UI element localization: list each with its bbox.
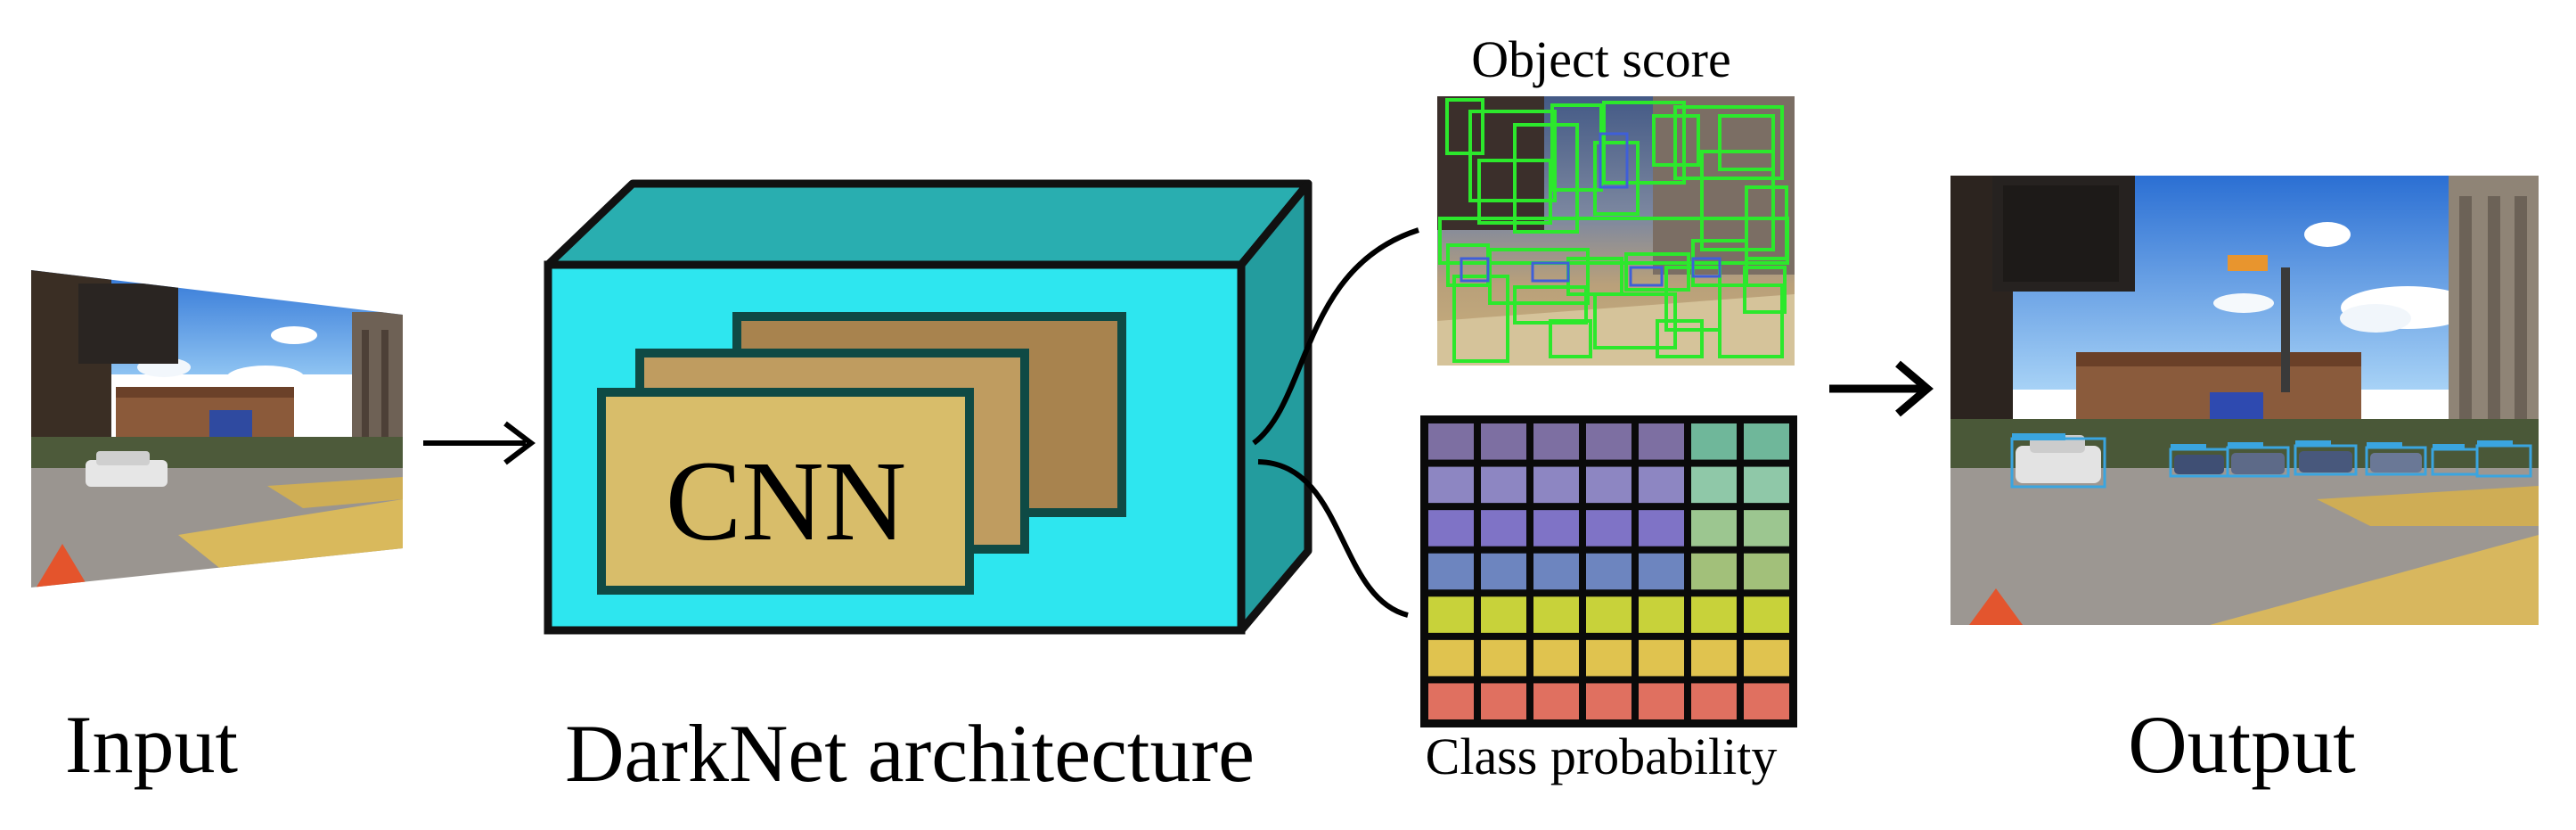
grid-cell	[1744, 596, 1789, 633]
curve-to-class-probability	[1257, 459, 1409, 618]
grid-cell	[1533, 553, 1579, 590]
grid-cell	[1428, 553, 1474, 590]
grid-cell	[1586, 639, 1631, 677]
arrow-to-output	[1829, 360, 1934, 417]
cube-top-face	[544, 179, 1313, 269]
grid-cell	[1428, 596, 1474, 633]
branch-curves	[1252, 227, 1419, 618]
grid-cell	[1428, 466, 1474, 504]
grid-cell	[1428, 510, 1474, 546]
grid-cell	[1428, 423, 1474, 460]
grid-cell	[1744, 639, 1789, 677]
grid-cell	[1744, 683, 1789, 719]
output-image	[1950, 176, 2539, 625]
grid-cell	[1744, 423, 1789, 460]
grid-cell	[1691, 639, 1737, 677]
grid-cell	[1639, 553, 1684, 590]
grid-cell	[1533, 683, 1579, 719]
grid-cell	[1639, 683, 1684, 719]
grid-cell	[1639, 639, 1684, 677]
architecture-label: DarkNet architecture	[565, 708, 1255, 799]
grid-cell	[1691, 510, 1737, 546]
class-probability-label: Class probability	[1426, 727, 1778, 785]
grid-cell	[1481, 596, 1526, 633]
grid-cell	[1639, 423, 1684, 460]
class-probability-grid	[1420, 415, 1797, 727]
input-label: Input	[65, 699, 239, 790]
output-detection-boxes	[2010, 437, 2532, 489]
grid-cell	[1428, 683, 1474, 719]
object-score-image	[1437, 96, 1795, 366]
grid-cell	[1691, 466, 1737, 504]
grid-cell	[1533, 510, 1579, 546]
grid-cell	[1586, 553, 1631, 590]
grid-cell	[1533, 466, 1579, 504]
curve-to-object-score	[1252, 227, 1419, 446]
arrow-input-to-architecture	[423, 421, 536, 465]
grid-cell	[1533, 639, 1579, 677]
cube-side-face	[1237, 179, 1313, 635]
grid-cell	[1691, 553, 1737, 590]
grid-cell	[1639, 466, 1684, 504]
grid-cell	[1744, 510, 1789, 546]
grid-cell	[1639, 596, 1684, 633]
grid-cell	[1586, 596, 1631, 633]
grid-cell	[1481, 510, 1526, 546]
grid-cell	[1586, 466, 1631, 504]
grid-cell	[1428, 639, 1474, 677]
grid-cell	[1691, 423, 1737, 460]
cnn-layer-stack: CNN	[597, 312, 1126, 595]
output-label: Output	[2128, 699, 2356, 790]
grid-cell	[1744, 466, 1789, 504]
grid-cell	[1639, 510, 1684, 546]
grid-cell	[1691, 683, 1737, 719]
grid-cell	[1481, 423, 1526, 460]
grid-cell	[1481, 639, 1526, 677]
grid-cell	[1586, 683, 1631, 719]
grid-cell	[1586, 423, 1631, 460]
grid-cell	[1481, 466, 1526, 504]
grid-cell	[1691, 596, 1737, 633]
object-score-label: Object score	[1471, 30, 1730, 88]
cnn-label: CNN	[666, 438, 906, 564]
grid-cell	[1744, 553, 1789, 590]
input-image	[31, 270, 403, 588]
grid-cell	[1533, 423, 1579, 460]
grid-cell	[1586, 510, 1631, 546]
grid-cell	[1481, 553, 1526, 590]
grid-cell	[1533, 596, 1579, 633]
grid-cell	[1481, 683, 1526, 719]
cnn-layer-front	[597, 388, 974, 595]
